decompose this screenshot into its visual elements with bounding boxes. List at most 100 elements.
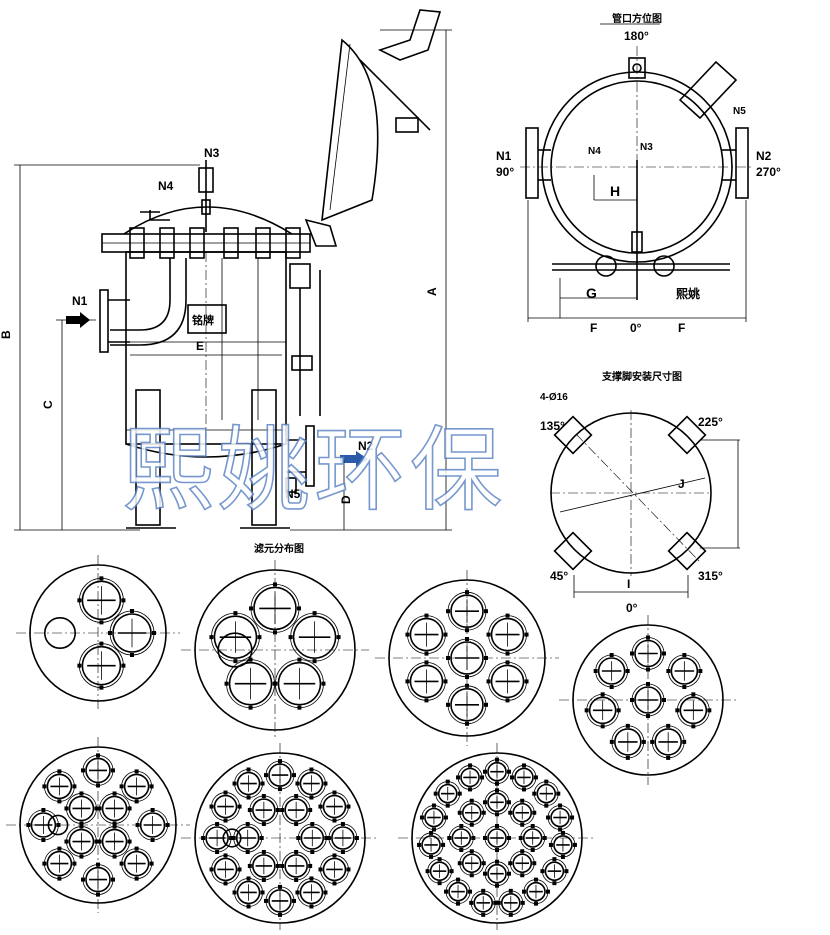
layout-12-element (119, 846, 154, 881)
layout-24-element (417, 830, 446, 859)
layout-24-element (457, 849, 486, 878)
layout-24-element (518, 824, 547, 852)
layout-12-element (64, 791, 99, 826)
layout-8 (559, 615, 737, 785)
label-f-left: F (590, 321, 597, 335)
leg-left (135, 389, 161, 526)
layout-18-element (247, 794, 280, 827)
layout-8-element (675, 692, 712, 729)
label-n1: N1 (72, 294, 88, 308)
layout-12 (6, 737, 190, 913)
label-nozzle-n4: N4 (588, 146, 601, 157)
nameplate (187, 304, 227, 334)
layout-24-element (419, 803, 448, 832)
nozzle-orientation-view (520, 23, 754, 322)
layout-5-element (273, 657, 326, 710)
layout-24-element (425, 857, 454, 886)
element-view-title: 滤元分布图 (254, 542, 304, 555)
layout-24-element (483, 859, 511, 888)
layout-7-element (446, 590, 488, 633)
layout-8-element (609, 723, 646, 760)
label-225: 225° (698, 415, 723, 429)
label-b: B (0, 330, 13, 339)
layout-18-element (295, 767, 328, 800)
n1-flange (99, 289, 109, 353)
label-180: 180° (624, 29, 649, 43)
label-45: 45° (550, 569, 568, 583)
layout-24-element (508, 849, 537, 878)
layout-18-element (280, 794, 313, 827)
layout-18-element (326, 822, 359, 854)
nozzle-view-title: 管口方位图 (612, 12, 662, 25)
layout-18-element (280, 849, 313, 882)
layout-18-element (295, 876, 328, 909)
layout-8-element (630, 682, 666, 718)
layout-18-element (318, 790, 351, 823)
layout-18-element (318, 853, 351, 886)
layout-12-element (135, 808, 170, 842)
label-90: 90° (496, 165, 514, 179)
layout-5-element (249, 582, 301, 635)
layout-18-element (296, 822, 329, 854)
layout-8-element (630, 635, 666, 672)
layout-3-element (77, 576, 126, 625)
layout-5-element (209, 611, 262, 664)
layout-18-element (247, 849, 280, 882)
layout-24-element (483, 824, 511, 852)
support-view-title: 支撑脚安装尺寸图 (601, 370, 682, 383)
label-element-0: 0° (626, 601, 638, 615)
layout-12-element (97, 791, 132, 826)
layout-12-element (81, 753, 115, 788)
layout-3 (16, 555, 180, 711)
label-nozzle-n5: N5 (733, 106, 746, 117)
layout-12-element (42, 769, 77, 804)
layout-24-element (540, 857, 569, 886)
layout-12-element (97, 824, 132, 859)
layout-5-element (288, 611, 341, 664)
layout-8-element (666, 653, 703, 690)
label-270: 270° (756, 165, 781, 179)
label-h: H (610, 183, 620, 199)
layout-3-element (108, 609, 156, 657)
layout-24-element (483, 757, 511, 786)
layout-18-element (264, 759, 296, 792)
label-0: 0° (630, 321, 642, 335)
label-nameplate: 铭牌 (192, 313, 214, 327)
layout-12-element (26, 808, 61, 842)
layout-24-element (483, 788, 511, 817)
support-foot-view (550, 410, 740, 598)
label-i: I (627, 577, 630, 591)
layout-24-element (457, 798, 486, 827)
label-e: E (196, 339, 204, 353)
layout-18 (181, 743, 379, 933)
label-n4: N4 (158, 179, 174, 193)
leg-right (251, 389, 277, 526)
layout-24-element (548, 830, 577, 859)
layout-18-element (231, 822, 264, 854)
layout-8-element (593, 653, 630, 690)
label-c: C (41, 400, 55, 409)
layout-18-element (264, 884, 296, 917)
label-n5: N5 (285, 487, 301, 501)
label-135: 135° (540, 419, 565, 433)
layout-7-element (486, 660, 529, 703)
label-g: G (586, 285, 597, 301)
layout-12-element (42, 846, 77, 881)
element-layouts (6, 555, 737, 933)
label-j: J (678, 477, 685, 491)
layout-24-element (469, 888, 498, 917)
label-nozzle-n1: N1 (496, 149, 512, 163)
label-nozzle-n3: N3 (640, 142, 653, 153)
label-d: D (339, 495, 353, 504)
label-f-right: F (678, 321, 685, 335)
n2-arrow (340, 451, 368, 467)
layout-24-element (521, 877, 550, 906)
layout-5-element (224, 657, 277, 710)
label-n3: N3 (204, 146, 220, 160)
layout-24-element (508, 798, 537, 827)
foot-pads (553, 415, 707, 571)
label-nozzle-n2: N2 (756, 149, 772, 163)
watermark: 熙姚环保 (122, 417, 506, 524)
layout-24-element (447, 824, 476, 852)
layout-24 (398, 743, 596, 933)
